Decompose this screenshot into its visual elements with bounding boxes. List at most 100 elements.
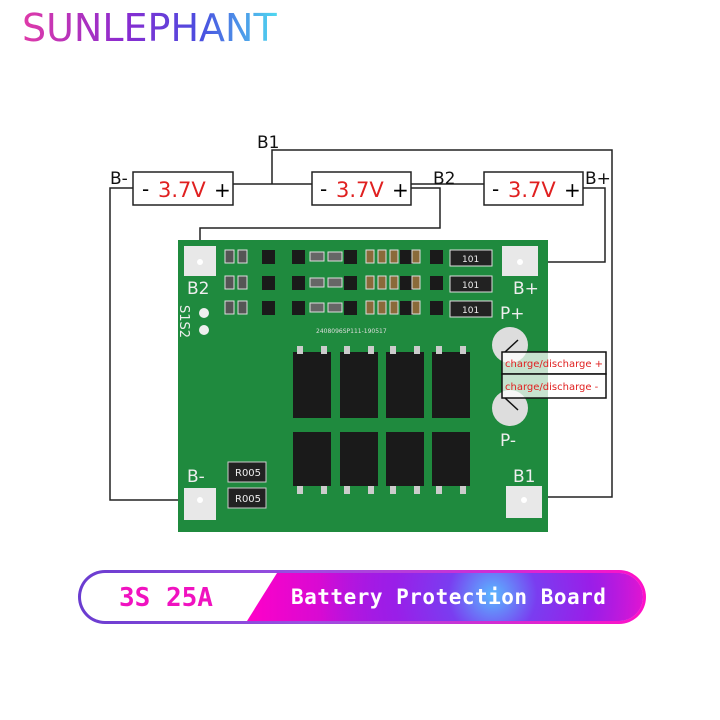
ic-chip — [344, 276, 357, 290]
resistor: 101 — [449, 249, 493, 267]
capacitor — [389, 275, 399, 290]
ic-chip — [430, 276, 443, 290]
svg-text:R005: R005 — [235, 468, 261, 479]
capacitor — [377, 300, 387, 315]
ic-chip — [262, 250, 275, 264]
wire-b1 — [271, 149, 613, 498]
ic-chip — [430, 301, 443, 315]
smd-component — [224, 249, 235, 264]
mosfet-lead — [297, 346, 303, 354]
smd-component — [224, 300, 235, 315]
ic-chip — [292, 276, 305, 290]
battery-cell: - 3.7V + — [311, 171, 412, 206]
wires — [109, 149, 613, 501]
ic-chip — [400, 301, 413, 315]
mosfet-lead — [460, 346, 466, 354]
mosfet-lead — [414, 346, 420, 354]
board-label-b-minus: B- — [187, 467, 205, 487]
smd-component — [237, 300, 248, 315]
svg-text:-: - — [142, 177, 149, 201]
product-banner: 3S 25A Battery Protection Board — [78, 570, 646, 624]
svg-text:101: 101 — [462, 255, 479, 265]
svg-text:-: - — [492, 177, 499, 201]
mosfet-lead — [344, 346, 350, 354]
ic-chip — [430, 250, 443, 264]
mosfet-lead — [390, 486, 396, 494]
mosfet-lead — [321, 346, 327, 354]
board-label-p-minus: P- — [500, 431, 516, 451]
capacitor — [411, 275, 421, 290]
mosfet — [340, 352, 378, 418]
smd-component — [237, 275, 248, 290]
smd-component — [224, 275, 235, 290]
wire-b-minus — [109, 187, 200, 501]
wire-b-plus — [520, 187, 606, 263]
pad-p-minus — [492, 390, 528, 426]
svg-text:+: + — [214, 178, 231, 202]
smd-component — [309, 251, 325, 262]
mosfet-lead — [436, 346, 442, 354]
charge-discharge-labels: charge/discharge + charge/discharge - — [501, 339, 607, 411]
capacitor — [377, 275, 387, 290]
label-b2: B2 — [433, 169, 455, 189]
ic-chip — [292, 250, 305, 264]
resistor: 101 — [449, 275, 493, 293]
ic-chip — [262, 301, 275, 315]
ic-chip — [292, 301, 305, 315]
charge-minus-label: charge/discharge - — [505, 382, 599, 393]
ic-chip — [400, 276, 413, 290]
svg-text:R005: R005 — [235, 494, 261, 505]
svg-text:-: - — [320, 177, 327, 201]
capacitor — [377, 249, 387, 264]
wire-b2 — [199, 187, 441, 262]
mosfet-lead — [460, 486, 466, 494]
mosfet — [386, 352, 424, 418]
smd-component — [309, 277, 325, 288]
label-b-minus: B- — [110, 169, 128, 189]
smd-component — [309, 302, 325, 313]
mosfet-lead — [344, 486, 350, 494]
capacitor — [365, 249, 375, 264]
ic-chip — [262, 276, 275, 290]
banner-spec: 3S 25A — [119, 583, 213, 613]
label-b1: B1 — [257, 133, 279, 153]
mosfet-lead — [297, 486, 303, 494]
capacitor — [411, 300, 421, 315]
shunt-resistor: R005 — [227, 461, 267, 483]
charge-plus-label: charge/discharge + — [505, 359, 603, 370]
board-label-b2: B2 — [187, 279, 209, 299]
mosfet-lead — [414, 486, 420, 494]
ic-chip — [400, 250, 413, 264]
board-code: 2408096SP111-190517 — [316, 328, 387, 335]
mosfet-lead — [368, 486, 374, 494]
mosfet-lead — [321, 486, 327, 494]
smd-component — [237, 249, 248, 264]
mosfet-lead — [436, 486, 442, 494]
ic-chip — [344, 250, 357, 264]
mosfet — [293, 352, 331, 418]
pad-b-minus — [184, 488, 216, 520]
smd-component — [327, 251, 343, 262]
banner-title: Battery Protection Board — [291, 585, 607, 609]
capacitor — [365, 300, 375, 315]
board-label-b-plus: B+ — [513, 279, 539, 299]
svg-text:101: 101 — [462, 306, 479, 316]
resistor: 101 — [449, 300, 493, 318]
pcb-board: B2 B+ P+ P- B- B1 S1S2 2408096SP111-1905… — [176, 240, 548, 532]
svg-text:+: + — [392, 178, 409, 202]
svg-text:+: + — [564, 178, 581, 202]
mosfet — [386, 432, 424, 486]
battery-cell: - 3.7V + — [483, 171, 584, 206]
board-label-b1: B1 — [513, 467, 535, 487]
capacitor — [365, 275, 375, 290]
label-b-plus: B+ — [585, 169, 611, 189]
ic-chip — [344, 301, 357, 315]
svg-text:101: 101 — [462, 281, 479, 291]
wire-labels: B- B1 B2 B+ — [110, 133, 611, 189]
board-label-p-plus: P+ — [500, 304, 525, 324]
board-label-s1s2: S1S2 — [176, 305, 191, 338]
mosfet — [432, 352, 470, 418]
mosfet — [432, 432, 470, 486]
smd-component — [327, 277, 343, 288]
mosfet — [293, 432, 331, 486]
